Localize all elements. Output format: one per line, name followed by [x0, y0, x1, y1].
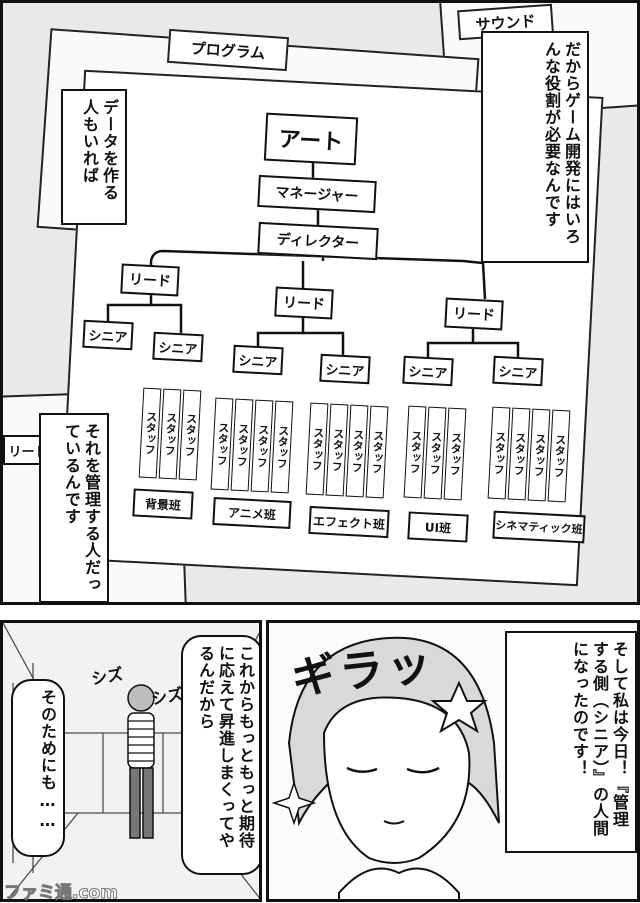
senior-box-4: シニア	[319, 353, 371, 385]
team-label-background: 背景班	[132, 488, 194, 520]
team-label-ui: UI班	[407, 511, 469, 543]
speech-role-needed: だからゲーム開発にはいろんな役割が必要なんです	[481, 31, 589, 263]
senior-box-6: シニア	[492, 355, 544, 387]
senior-box-2: シニア	[152, 331, 204, 363]
character-illustration	[271, 636, 500, 899]
panel-bottom-right: ギラッ そして私は今日！『管理する側（シニア）』の人間になったのです！	[266, 620, 640, 902]
speech-today: そして私は今日！『管理する側（シニア）』の人間になったのです！	[505, 631, 637, 853]
lead-box-1: リード	[120, 263, 180, 297]
manager-box: マネージャー	[257, 174, 377, 214]
walking-character	[127, 684, 155, 839]
panel-bottom-left: シズ シズ そのためにも…… これからもっともっと期待に応えて昇進しまくってやる…	[0, 620, 262, 902]
senior-box-5: シニア	[402, 355, 454, 387]
speech-data-makers: データを作る人もいれば	[61, 89, 127, 225]
team-label-cinematic: シネマティック班	[492, 510, 586, 544]
senior-box-1: シニア	[82, 319, 134, 351]
speech-expect: これからもっともっと期待に応えて昇進しまくってやるんだから	[181, 635, 259, 875]
team-label-effect: エフェクト班	[308, 505, 390, 539]
panel-top: サウンド プログラム リード アート マネージャー ディレクター リード リード…	[0, 0, 640, 605]
lead-box-3: リード	[444, 297, 504, 331]
director-box: ディレクター	[257, 221, 379, 261]
watermark-logo: ファミ通.com	[4, 883, 119, 903]
art-box: アート	[263, 112, 359, 166]
team-label-animation: アニメ班	[212, 496, 292, 530]
speech-managers: それを管理する人だっているんです	[39, 413, 109, 602]
lead-box-2: リード	[274, 286, 334, 320]
speech-for-that: そのためにも……	[11, 679, 65, 857]
senior-box-3: シニア	[232, 344, 284, 376]
